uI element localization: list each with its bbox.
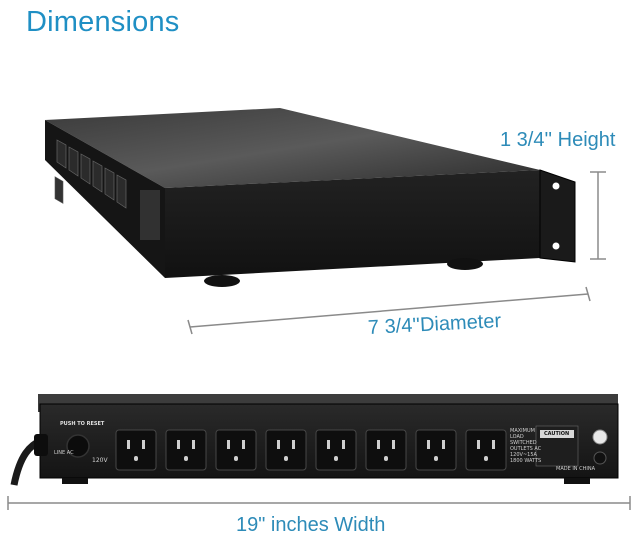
spec-line-3: SWITCHED: [510, 440, 537, 446]
voltage-label: 120V: [92, 457, 108, 464]
spec-line-6: 1800 WATTS: [510, 458, 542, 464]
power-strip-perspective-view: [45, 108, 576, 287]
caution-label: CAUTION: [544, 431, 570, 437]
power-strip-back-view: [10, 394, 619, 486]
depth-dimension-line: [187, 286, 591, 335]
spec-line-1: MAXIMUM: [510, 428, 535, 434]
height-dimension-line: [590, 171, 606, 260]
spec-line-5: 120V~15A: [510, 452, 537, 458]
width-dimension-label: 19" inches Width: [236, 514, 386, 536]
spec-line-4: OUTLETS AC: [510, 446, 542, 452]
line-ac-label: LINE AC: [54, 450, 74, 456]
made-in-label: MADE IN CHINA: [556, 466, 596, 472]
page-title: Dimensions: [26, 6, 180, 38]
width-dimension-line: [7, 496, 631, 510]
reset-button-label: PUSH TO RESET: [60, 421, 105, 427]
height-dimension-label: 1 3/4'' Height: [500, 129, 616, 151]
spec-line-2: LOAD: [510, 434, 524, 440]
